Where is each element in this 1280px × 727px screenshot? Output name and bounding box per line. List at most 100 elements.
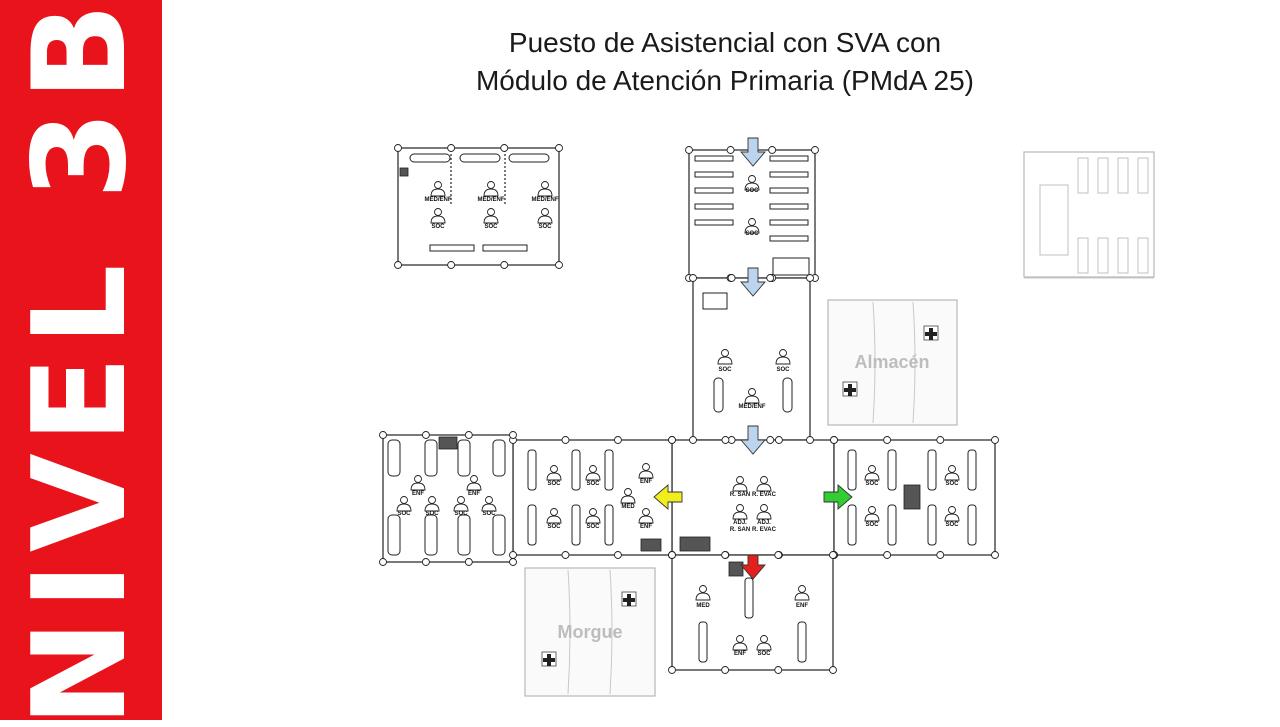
person-icon [944, 506, 960, 522]
arrow-down-red [740, 554, 766, 580]
column-post [447, 144, 456, 152]
person-icon [732, 476, 748, 492]
label-soc: SOC [431, 224, 445, 230]
label-r-san: R. SAN [730, 492, 750, 498]
column-post [830, 436, 838, 444]
label-adj: ADJ. [733, 520, 747, 526]
label-soc: SOC [425, 511, 439, 517]
person-icon [537, 208, 553, 224]
person-icon [756, 635, 772, 651]
column-post [883, 551, 892, 559]
label-soc: SOC [454, 511, 468, 517]
person-icon [756, 504, 772, 520]
column-post [561, 551, 570, 559]
column-post [883, 436, 892, 444]
person-icon [756, 476, 772, 492]
label-r-san: R. SAN [730, 527, 750, 533]
module-entrada [688, 149, 816, 279]
column-post [721, 666, 730, 674]
label-soc: SOC [945, 481, 959, 487]
label-soc: SOC [586, 524, 600, 530]
label-soc: SOC [718, 367, 732, 373]
label-enf: ENF [412, 491, 424, 497]
label-soc: SOC [547, 481, 561, 487]
person-icon [744, 218, 760, 234]
person-icon [537, 181, 553, 197]
label-soc: SOC [745, 188, 759, 194]
person-icon [430, 181, 446, 197]
column-post [379, 431, 387, 439]
label-r-evac: R. EVAC [752, 527, 777, 533]
column-post [500, 144, 509, 152]
label-enf: ENF [734, 651, 746, 657]
column-post [685, 146, 693, 154]
person-icon [638, 508, 654, 524]
column-post [766, 274, 775, 282]
label-soc: SOC [945, 522, 959, 528]
person-icon [732, 635, 748, 651]
label-soc: SOC [547, 524, 561, 530]
column-post [447, 261, 456, 269]
column-post [668, 551, 676, 559]
label-med-enf: MED/ENF [532, 197, 559, 203]
column-post [689, 436, 697, 444]
person-icon [466, 475, 482, 491]
label-enf: ENF [640, 479, 652, 485]
person-icon [585, 508, 601, 524]
arrow-entry-mid [740, 267, 766, 297]
arrow-entry-top [740, 137, 766, 167]
column-post [555, 144, 563, 152]
person-icon [864, 465, 880, 481]
column-post [811, 146, 819, 154]
person-icon [585, 465, 601, 481]
label-soc: SOC [397, 511, 411, 517]
column-post [936, 436, 945, 444]
label-soc: SOC [745, 231, 759, 237]
column-post [668, 436, 676, 444]
label-soc: SOC [586, 481, 600, 487]
person-icon [453, 496, 469, 512]
column-post [829, 666, 837, 674]
arrow-right-green [823, 484, 853, 510]
column-post [613, 436, 622, 444]
column-post [774, 551, 783, 559]
person-icon [396, 496, 412, 512]
column-post [421, 558, 430, 566]
column-post [991, 551, 999, 559]
column-post [500, 261, 509, 269]
person-icon [732, 504, 748, 520]
person-icon [944, 465, 960, 481]
column-post [464, 431, 473, 439]
column-post [991, 436, 999, 444]
arrow-entry-low [740, 425, 766, 455]
label-soc: SOC [757, 651, 771, 657]
module-consultas [397, 147, 560, 266]
person-icon [744, 175, 760, 191]
person-icon [695, 585, 711, 601]
person-icon [775, 349, 791, 365]
label-almacen: Almacén [854, 352, 929, 372]
column-post [806, 436, 814, 444]
label-r-evac: R. EVAC [752, 492, 777, 498]
column-post [613, 551, 622, 559]
person-icon [483, 208, 499, 224]
person-icon [744, 388, 760, 404]
label-soc: SOC [538, 224, 552, 230]
column-post [721, 551, 730, 559]
nivel-banner: NIVEL 3B [0, 0, 162, 727]
label-soc: SOC [482, 511, 496, 517]
column-post [561, 436, 570, 444]
column-post [555, 261, 563, 269]
column-post [768, 146, 777, 154]
label-soc: SOC [865, 522, 879, 528]
module-almacen [827, 299, 958, 426]
label-enf: ENF [796, 603, 808, 609]
column-post [726, 146, 735, 154]
column-post [509, 431, 517, 439]
column-post [509, 551, 517, 559]
person-icon [638, 463, 654, 479]
column-post [936, 551, 945, 559]
label-med: MED [621, 504, 635, 510]
label-med-enf: MED/ENF [739, 404, 766, 410]
